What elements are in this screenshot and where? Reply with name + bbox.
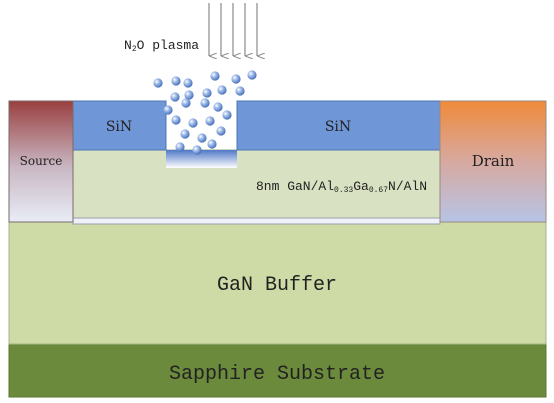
plasma-particle bbox=[216, 126, 226, 136]
plasma-particle bbox=[207, 139, 217, 149]
plasma-particle bbox=[197, 133, 207, 143]
interface-strip bbox=[72, 217, 441, 225]
plasma-particle bbox=[222, 110, 232, 120]
plasma-particle bbox=[153, 78, 163, 88]
plasma-particles bbox=[153, 70, 257, 155]
plasma-particle bbox=[200, 98, 210, 108]
plasma-particle bbox=[181, 98, 191, 108]
barrier-label: 8nm GaN/Al0.33Ga0.67N/AlN bbox=[256, 179, 427, 195]
plasma-particle bbox=[231, 74, 241, 84]
plasma-particle bbox=[205, 116, 215, 126]
substrate-label: Sapphire Substrate bbox=[169, 363, 385, 386]
plasma-particle bbox=[171, 76, 181, 86]
plasma-particle bbox=[184, 90, 194, 100]
plasma-particle bbox=[192, 145, 202, 155]
sin-left-label: SiN bbox=[106, 119, 132, 135]
plasma-particle bbox=[170, 92, 180, 102]
sin-right-layer bbox=[236, 100, 441, 151]
plasma-particle bbox=[217, 85, 227, 95]
source-contact bbox=[8, 100, 74, 223]
gan-buffer-layer bbox=[8, 221, 547, 345]
plasma-particle bbox=[247, 70, 257, 80]
sapphire-substrate-layer bbox=[8, 343, 547, 398]
plasma-arrows bbox=[208, 3, 257, 56]
plasma-particle bbox=[188, 118, 198, 128]
plasma-particle bbox=[171, 115, 181, 125]
plasma-particle bbox=[183, 78, 193, 88]
plasma-treated-region bbox=[166, 150, 237, 168]
drain-contact bbox=[439, 100, 547, 223]
plasma-particle bbox=[175, 142, 185, 152]
plasma-particle bbox=[235, 86, 245, 96]
plasma-label: N2O plasma bbox=[124, 38, 199, 54]
drain-label: Drain bbox=[472, 152, 515, 170]
plasma-particle bbox=[180, 129, 190, 139]
plasma-particle bbox=[202, 88, 212, 98]
sin-right-label: SiN bbox=[325, 119, 351, 135]
plasma-particle bbox=[163, 105, 173, 115]
sin-left-layer bbox=[72, 100, 167, 151]
plasma-particle bbox=[213, 102, 223, 112]
source-label: Source bbox=[20, 154, 63, 168]
plasma-particle bbox=[210, 71, 220, 81]
buffer-label: GaN Buffer bbox=[217, 274, 337, 297]
